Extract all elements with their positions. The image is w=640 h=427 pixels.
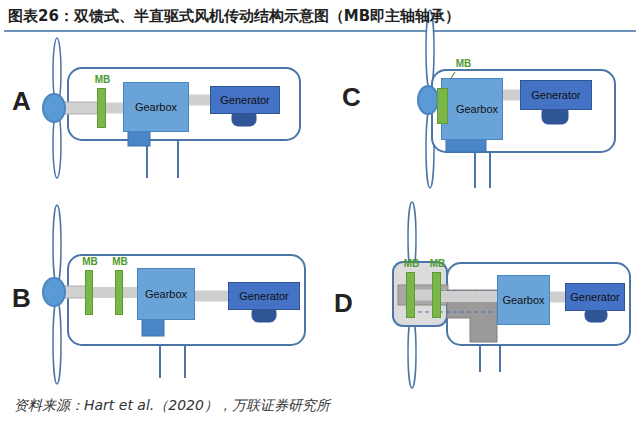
turbine-b	[43, 205, 305, 384]
shaft-connector	[93, 287, 115, 298]
generator-box: Generator	[210, 86, 280, 114]
main-bearing: MB	[97, 88, 106, 128]
bearing-label: MB	[404, 259, 420, 269]
gearbox-box: Gearbox	[137, 268, 195, 320]
figure-title: 图表26：双馈式、半直驱式风机传动结构示意图（MB即主轴轴承）	[8, 7, 460, 26]
panel-letter: B	[12, 285, 31, 311]
box-label: Gearbox	[502, 294, 544, 306]
title-rule	[4, 30, 636, 32]
generator-box: Generator	[228, 282, 300, 310]
bearing-label: MB	[112, 257, 128, 267]
box-label: Gearbox	[135, 101, 177, 113]
bearing-label: MB	[82, 257, 98, 267]
source-caption: 资料来源：Hart et al.（2020），万联证券研究所	[14, 397, 330, 415]
bearing-label: MB	[95, 75, 111, 85]
panel-letter: C	[342, 84, 361, 110]
shaft-connector	[189, 95, 210, 106]
bearing-label: MB	[456, 59, 472, 69]
panel-letter: D	[334, 290, 353, 316]
shaft-connector	[550, 292, 565, 303]
main-bearing: MB	[115, 270, 123, 315]
bearing-label: MB	[430, 259, 446, 269]
box-label: Generator	[220, 94, 270, 106]
box-label: Gearbox	[145, 288, 187, 300]
generator-box: Generator	[520, 80, 592, 110]
box-label: Generator	[531, 89, 581, 101]
main-bearing: MB	[406, 272, 415, 318]
shaft-connector	[106, 103, 123, 114]
box-label: Gearbox	[456, 103, 498, 115]
shaft-connector	[441, 291, 497, 302]
shaft-connector	[415, 290, 432, 301]
gearbox-box: Gearbox	[497, 275, 550, 325]
box-label: Generator	[570, 291, 620, 303]
turbine-c	[418, 10, 615, 188]
gearbox-box: Gearbox	[123, 82, 189, 132]
turbine-d	[393, 202, 630, 388]
box-label: Generator	[239, 290, 289, 302]
main-bearing: MB	[85, 270, 93, 315]
generator-box: Generator	[565, 283, 625, 311]
turbine-a	[43, 38, 300, 178]
gearbox-box: Gearbox	[441, 78, 503, 140]
shaft-connector	[195, 291, 228, 302]
main-bearing: MB	[437, 88, 448, 124]
shaft-connector	[123, 287, 137, 298]
main-bearing: MB	[432, 272, 441, 318]
shaft-connector	[503, 90, 520, 101]
panel-letter: A	[12, 88, 31, 114]
